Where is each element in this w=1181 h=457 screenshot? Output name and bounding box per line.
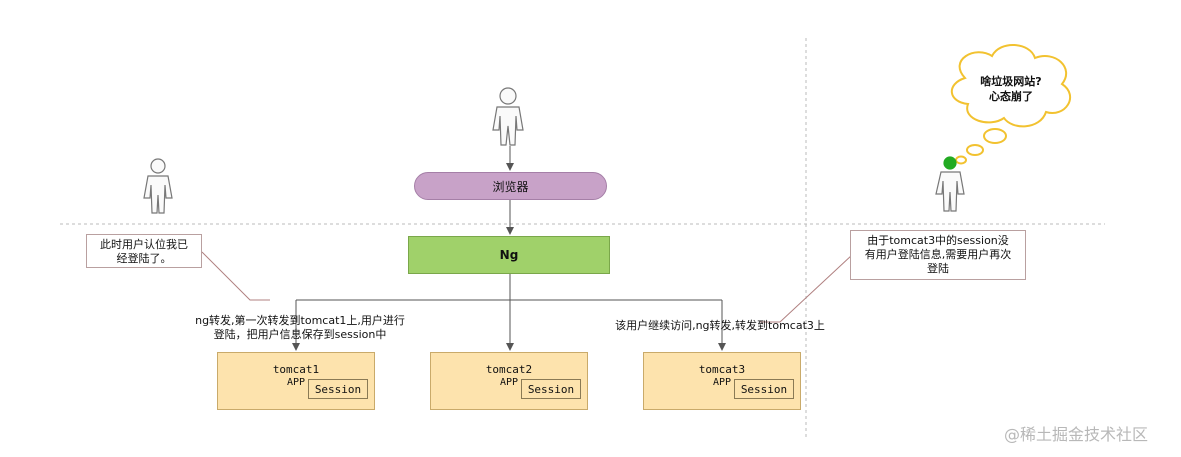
right-note-line1: 由于tomcat3中的session没 xyxy=(867,234,1009,247)
right-note: 由于tomcat3中的session没 有用户登陆信息,需要用户再次 登陆 xyxy=(850,230,1026,280)
second-forward-label: 该用户继续访问,ng转发,转发到tomcat3上 xyxy=(615,319,825,332)
tomcat2-node: tomcat2 APP Session xyxy=(430,352,588,410)
ng-node: Ng xyxy=(408,236,610,274)
left-note: 此时用户认位我已 经登陆了。 xyxy=(86,234,202,268)
first-forward-label: ng转发,第一次转发到tomcat1上,用户进行 登陆，把用户信息保存到sess… xyxy=(170,314,430,342)
tomcat1-name: tomcat1 xyxy=(272,363,320,376)
tomcat1-node: tomcat1 APP Session xyxy=(217,352,375,410)
tomcat3-app: APP xyxy=(712,377,732,388)
thought-bubble xyxy=(950,43,1072,165)
thought-line1: 啥垃圾网站? xyxy=(980,75,1042,88)
left-note-line1: 此时用户认位我已 xyxy=(100,238,188,251)
browser-node: 浏览器 xyxy=(414,172,607,200)
right-note-callout xyxy=(760,254,853,323)
left-note-callout xyxy=(201,251,270,301)
user-icon xyxy=(143,158,173,214)
thought-text: 啥垃圾网站? 心态崩了 xyxy=(968,74,1054,104)
tomcat2-session: Session xyxy=(521,379,581,399)
thought-line2: 心态崩了 xyxy=(989,90,1033,103)
first-forward-line2: 登陆，把用户信息保存到session中 xyxy=(213,328,387,341)
watermark: @稀土掘金技术社区 xyxy=(1004,425,1149,444)
first-forward-line1: ng转发,第一次转发到tomcat1上,用户进行 xyxy=(195,314,405,327)
right-note-line3: 登陆 xyxy=(927,262,949,275)
tomcat2-name: tomcat2 xyxy=(485,363,533,376)
user-icon xyxy=(935,156,965,212)
right-note-line2: 有用户登陆信息,需要用户再次 xyxy=(864,248,1012,261)
tomcat1-session: Session xyxy=(308,379,368,399)
tomcat1-app: APP xyxy=(286,377,306,388)
tomcat3-name: tomcat3 xyxy=(698,363,746,376)
left-note-line2: 经登陆了。 xyxy=(116,252,172,265)
tomcat3-session: Session xyxy=(734,379,794,399)
tomcat3-node: tomcat3 APP Session xyxy=(643,352,801,410)
tomcat2-app: APP xyxy=(499,377,519,388)
user-icon xyxy=(492,87,524,146)
